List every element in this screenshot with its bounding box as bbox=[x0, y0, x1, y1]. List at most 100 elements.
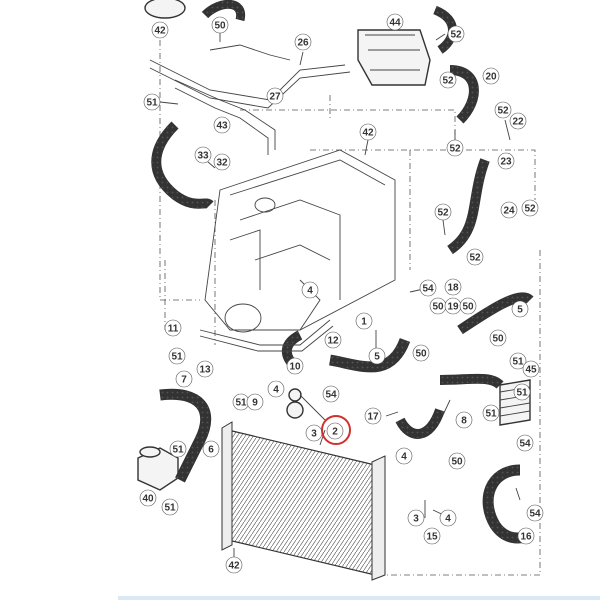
callout-label: 51 bbox=[171, 352, 183, 363]
callout-label: 50 bbox=[451, 457, 463, 468]
callout-label: 43 bbox=[216, 121, 228, 132]
callout-badge bbox=[151, 21, 169, 39]
callout-4: 4 bbox=[439, 509, 457, 527]
callout-badge bbox=[225, 556, 243, 574]
callout-badge bbox=[355, 312, 373, 330]
callout-badge bbox=[439, 509, 457, 527]
callout-badge bbox=[267, 380, 285, 398]
coolant-housing bbox=[357, 29, 431, 86]
callout-label: 32 bbox=[216, 158, 228, 169]
callout-2: 2 bbox=[326, 422, 344, 440]
callout-label: 26 bbox=[297, 38, 309, 49]
callout-label: 51 bbox=[164, 503, 176, 514]
callout-badge bbox=[446, 139, 464, 157]
callout-label: 19 bbox=[447, 302, 459, 313]
callout-label: 24 bbox=[503, 206, 515, 217]
reservoir-top bbox=[144, 0, 186, 19]
callout-label: 50 bbox=[492, 334, 504, 345]
callout-54: 54 bbox=[322, 385, 340, 403]
callout-label: 52 bbox=[450, 30, 462, 41]
callout-badge bbox=[444, 278, 462, 296]
callout-20: 20 bbox=[482, 67, 500, 85]
callout-label: 18 bbox=[447, 283, 459, 294]
callout-51: 51 bbox=[513, 383, 531, 401]
callout-label: 52 bbox=[524, 204, 536, 215]
callout-51: 51 bbox=[232, 393, 250, 411]
callout-badge bbox=[359, 123, 377, 141]
callout-16: 16 bbox=[517, 527, 535, 545]
callout-10: 10 bbox=[286, 357, 304, 375]
radiator bbox=[221, 421, 386, 581]
callout-badge bbox=[266, 87, 284, 105]
callout-label: 50 bbox=[415, 349, 427, 360]
callout-1: 1 bbox=[355, 312, 373, 330]
callout-badge bbox=[494, 101, 512, 119]
callout-label: 54 bbox=[422, 284, 434, 295]
callout-label: 54 bbox=[325, 390, 337, 401]
callout-badge bbox=[164, 319, 182, 337]
callout-label: 42 bbox=[362, 128, 374, 139]
callout-badge bbox=[211, 16, 229, 34]
callout-52: 52 bbox=[494, 101, 512, 119]
callout-badge bbox=[286, 357, 304, 375]
callout-badge bbox=[194, 146, 212, 164]
callout-label: 51 bbox=[172, 445, 184, 456]
callout-42: 42 bbox=[359, 123, 377, 141]
callout-9: 9 bbox=[246, 393, 264, 411]
callout-badge bbox=[448, 452, 466, 470]
callout-5: 5 bbox=[511, 300, 529, 318]
callout-label: 50 bbox=[462, 302, 474, 313]
callout-badge bbox=[521, 199, 539, 217]
callout-4: 4 bbox=[267, 380, 285, 398]
callout-badge bbox=[301, 281, 319, 299]
callout-badge bbox=[482, 404, 500, 422]
callout-4: 4 bbox=[395, 447, 413, 465]
callout-label: 52 bbox=[469, 253, 481, 264]
callout-label: 11 bbox=[168, 324, 179, 335]
callout-54: 54 bbox=[419, 279, 437, 297]
callout-12: 12 bbox=[324, 331, 342, 349]
callout-51: 51 bbox=[482, 404, 500, 422]
callout-label: 51 bbox=[146, 98, 158, 109]
callout-label: 51 bbox=[485, 409, 497, 420]
highlight-ring bbox=[321, 415, 351, 445]
callout-badge bbox=[500, 201, 518, 219]
callout-52: 52 bbox=[446, 139, 464, 157]
callout-label: 51 bbox=[512, 357, 524, 368]
callout-badge bbox=[434, 203, 452, 221]
callout-badge bbox=[202, 440, 220, 458]
callout-4: 4 bbox=[301, 281, 319, 299]
callout-badge bbox=[466, 248, 484, 266]
callout-label: 4 bbox=[273, 385, 279, 396]
callout-badge bbox=[143, 93, 161, 111]
callout-27: 27 bbox=[266, 87, 284, 105]
callout-badge bbox=[196, 360, 214, 378]
callout-label: 54 bbox=[519, 439, 531, 450]
callout-badge bbox=[395, 447, 413, 465]
callout-54: 54 bbox=[526, 504, 544, 522]
callout-50: 50 bbox=[459, 297, 477, 315]
callout-label: 45 bbox=[525, 365, 537, 376]
callout-badge bbox=[517, 527, 535, 545]
callout-badge bbox=[482, 67, 500, 85]
callout-badge bbox=[294, 33, 312, 51]
callout-label: 13 bbox=[199, 365, 211, 376]
callout-45: 45 bbox=[522, 360, 540, 378]
callout-51: 51 bbox=[161, 498, 179, 516]
callout-32: 32 bbox=[213, 153, 231, 171]
callout-label: 50 bbox=[214, 21, 226, 32]
thermostat-assembly bbox=[286, 388, 326, 421]
callout-22: 22 bbox=[509, 112, 527, 130]
callout-badge bbox=[459, 297, 477, 315]
callout-badge bbox=[213, 116, 231, 134]
callout-3: 3 bbox=[407, 509, 425, 527]
callout-19: 19 bbox=[444, 297, 462, 315]
callout-label: 52 bbox=[497, 106, 509, 117]
callout-label: 4 bbox=[445, 514, 451, 525]
callout-badge bbox=[161, 498, 179, 516]
callout-15: 15 bbox=[423, 527, 441, 545]
callout-badge bbox=[386, 13, 404, 31]
